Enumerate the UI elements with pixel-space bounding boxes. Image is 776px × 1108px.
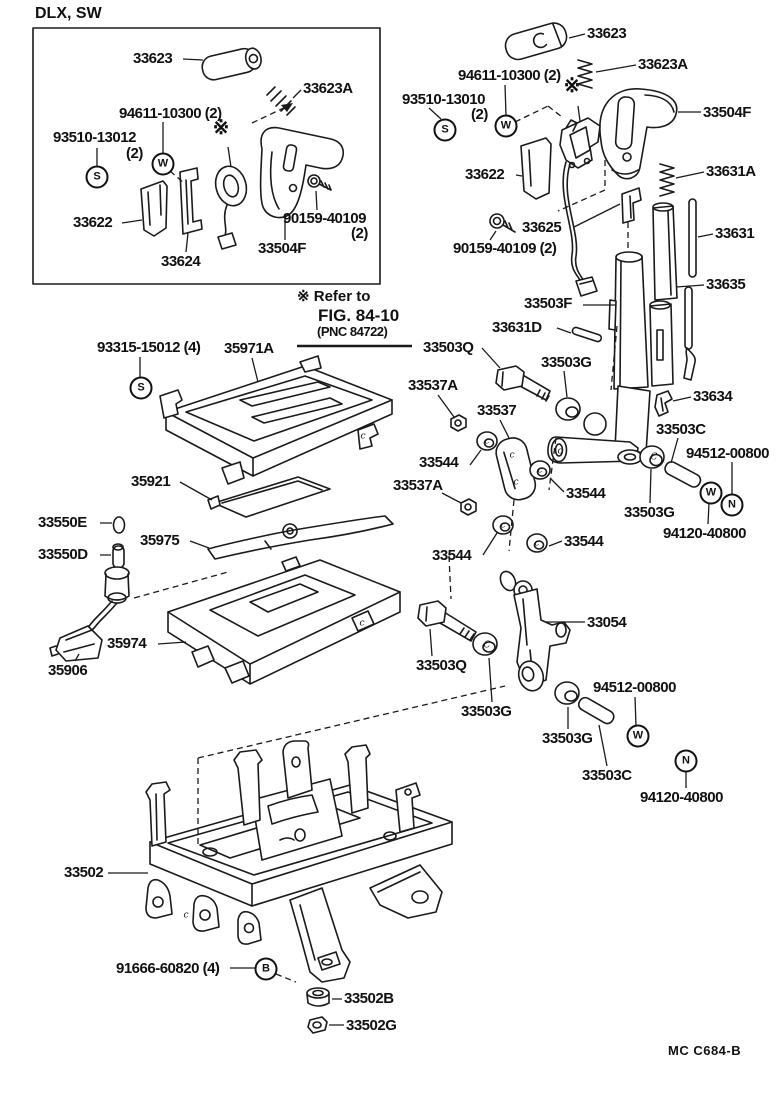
part-label-33623: 33623: [133, 50, 173, 67]
part-label-94611-10300-2: 94611-10300 (2): [119, 105, 222, 122]
part-label-33503c: 33503C: [656, 421, 706, 438]
part-label-94512-00800: 94512-00800: [686, 445, 769, 462]
part-label-33537a: 33537A: [408, 377, 458, 394]
part-label-35921: 35921: [131, 473, 171, 490]
symbol-s-circle: S: [433, 118, 457, 142]
part-label-33504f: 33504F: [703, 104, 751, 121]
part-label-94120-40800: 94120-40800: [640, 789, 723, 806]
centerline-mark: C: [483, 640, 491, 651]
part-label-33631d: 33631D: [492, 319, 542, 336]
part-label-33503g: 33503G: [542, 730, 593, 747]
centerline-mark: c: [500, 520, 506, 531]
part-label-33502: 33502: [64, 864, 104, 881]
centerline-mark: c: [513, 477, 519, 488]
part-label-33503f: 33503F: [524, 295, 572, 312]
part-label-33631: 33631: [715, 225, 755, 242]
part-label-33625: 33625: [522, 219, 562, 236]
part-label-90159-40109-2: 90159-40109 (2): [453, 240, 557, 257]
part-label-2: (2): [471, 106, 488, 123]
centerline-mark: c: [557, 446, 563, 457]
symbol-s-circle: S: [129, 376, 153, 400]
part-label-35975: 35975: [140, 532, 180, 549]
centerline-mark: c: [360, 431, 366, 442]
variant-title: DLX, SW: [35, 5, 102, 22]
part-label-93510-13010: 93510-13010: [402, 91, 485, 108]
symbol-n-circle: N: [720, 493, 744, 517]
symbol-w-circle: W: [151, 152, 175, 176]
part-label-94611-10300-2: 94611-10300 (2): [458, 67, 561, 84]
part-label-2: (2): [351, 225, 368, 242]
part-label-33054: 33054: [587, 614, 627, 631]
part-label-90159-40109: 90159-40109: [283, 210, 366, 227]
part-label-94512-00800: 94512-00800: [593, 679, 676, 696]
part-label-33537a: 33537A: [393, 477, 443, 494]
part-label-35971a: 35971A: [224, 340, 274, 357]
part-label-33502g: 33502G: [346, 1017, 397, 1034]
part-label-33537: 33537: [477, 402, 517, 419]
part-label-93510-13012: 93510-13012: [53, 129, 136, 146]
leader-lines: [74, 33, 733, 1026]
reference-note-line3: (PNC 84722): [317, 324, 388, 339]
part-label-93315-15012-4: 93315-15012 (4): [97, 339, 201, 356]
centerline-mark: c: [484, 436, 490, 447]
part-label-33503g: 33503G: [541, 354, 592, 371]
part-label-33550e: 33550E: [38, 514, 87, 531]
part-label-33622: 33622: [73, 214, 113, 231]
symbol-w-circle: W: [494, 114, 518, 138]
reference-note-line2: FIG. 84-10: [318, 306, 400, 325]
part-label-35974: 35974: [107, 635, 147, 652]
inset-box-border: [32, 27, 381, 285]
part-label-35906: 35906: [48, 662, 88, 679]
part-label-33634: 33634: [693, 388, 733, 405]
centerline-mark: c: [534, 538, 540, 549]
symbol-w-circle: W: [699, 481, 723, 505]
part-label-33544: 33544: [419, 454, 459, 471]
centerline-mark: c: [537, 465, 543, 476]
part-label-33550d: 33550D: [38, 546, 88, 563]
part-label-33544: 33544: [432, 547, 472, 564]
part-label-33503g: 33503G: [624, 504, 675, 521]
part-label-33623: 33623: [587, 25, 627, 42]
part-label-33631a: 33631A: [706, 163, 756, 180]
symbol-n-circle: N: [674, 749, 698, 773]
part-label-33504f: 33504F: [258, 240, 306, 257]
part-label-94120-40800: 94120-40800: [663, 525, 746, 542]
part-label-33623a: 33623A: [638, 56, 688, 73]
reference-asterisk-mark: ※: [212, 117, 230, 139]
figure-code: MC C684-B: [668, 1043, 742, 1058]
part-label-33502b: 33502B: [344, 990, 394, 1007]
part-label-33544: 33544: [564, 533, 604, 550]
centerline-mark: C: [650, 452, 658, 463]
part-label-33544: 33544: [566, 485, 606, 502]
symbol-s-circle: S: [85, 165, 109, 189]
centerline-mark: c: [183, 910, 189, 921]
symbol-b-circle: B: [254, 957, 278, 981]
part-label-33623a: 33623A: [303, 80, 353, 97]
part-label-33624: 33624: [161, 253, 201, 270]
dashed-construction-lines: [133, 105, 629, 983]
part-label-33503g: 33503G: [461, 703, 512, 720]
part-label-91666-60820-4: 91666-60820 (4): [116, 960, 220, 977]
reference-asterisk-mark: ※: [563, 75, 581, 97]
part-label-2: (2): [126, 145, 143, 162]
symbol-w-circle: W: [626, 724, 650, 748]
centerline-mark: c: [509, 450, 515, 461]
part-label-33503c: 33503C: [582, 767, 632, 784]
centerline-mark: c: [359, 618, 365, 629]
part-label-33635: 33635: [706, 276, 746, 293]
part-label-33503q: 33503Q: [423, 339, 474, 356]
reference-note-line1: ※ Refer to: [297, 288, 371, 305]
reference-note: ※ Refer to FIG. 84-10 (PNC 84722): [297, 289, 399, 338]
part-label-33622: 33622: [465, 166, 505, 183]
dashed-arrowhead: [281, 103, 293, 112]
part-label-33503q: 33503Q: [416, 657, 467, 674]
